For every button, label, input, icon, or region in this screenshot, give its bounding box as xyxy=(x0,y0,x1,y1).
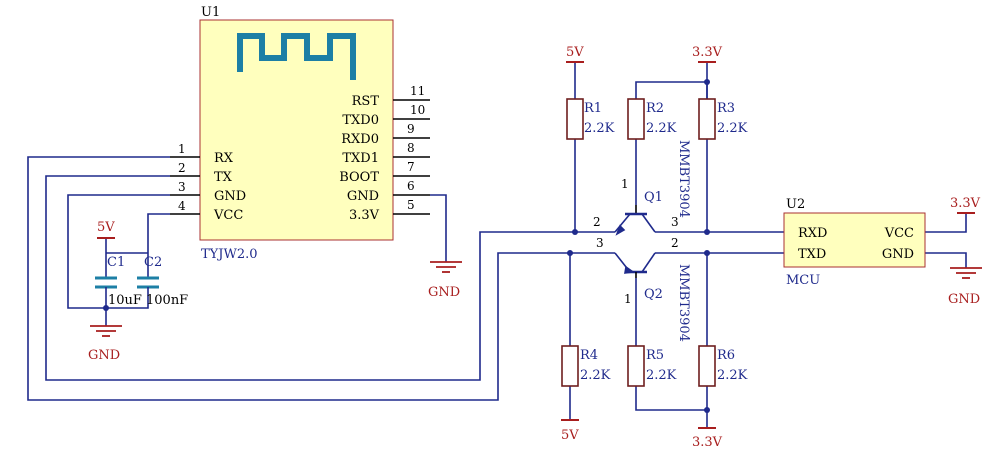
power-5v-cap: 5V xyxy=(97,220,115,239)
u1-pin-name: TXD0 xyxy=(342,113,379,128)
u1-pin-num: 2 xyxy=(178,161,186,175)
u2-mcu: U2 MCU RXD TXD VCC GND xyxy=(783,197,926,288)
u1-value: TYJW2.0 xyxy=(201,247,258,262)
power-3v3-top: 3.3V xyxy=(692,45,723,63)
u1-pin-name: TX xyxy=(214,170,233,185)
r4-ref: R4 xyxy=(580,348,598,363)
c1-value: 10uF xyxy=(108,293,142,308)
u1-ref: U1 xyxy=(201,5,220,20)
r3-value: 2.2K xyxy=(717,121,748,136)
power-3v3-u2: 3.3V xyxy=(950,196,981,214)
u1-pin-name: RXD0 xyxy=(341,132,379,147)
u1-pin-num: 3 xyxy=(178,180,186,194)
transistor-q1 xyxy=(614,205,656,236)
wires xyxy=(27,62,967,428)
q2-ref: Q2 xyxy=(644,287,663,302)
svg-text:5V: 5V xyxy=(97,220,115,235)
junction-dots xyxy=(103,79,710,413)
ground-icon xyxy=(430,261,462,273)
q1-pin-3: 3 xyxy=(671,215,679,229)
power-5v-top: 5V xyxy=(566,45,584,63)
u1-left-pins xyxy=(170,156,200,215)
u1-pin-name: 3.3V xyxy=(349,208,380,223)
resistor-r2: R2 2.2K xyxy=(627,98,677,140)
r1-ref: R1 xyxy=(584,101,602,116)
u1-pin-num: 6 xyxy=(407,179,415,193)
u1-pin-name: GND xyxy=(347,189,379,204)
u1-pin-name: TXD1 xyxy=(342,151,379,166)
q1-ref: Q1 xyxy=(644,190,663,205)
c2-ref: C2 xyxy=(144,255,162,270)
transistor-q2 xyxy=(614,252,656,278)
u2-body xyxy=(783,212,926,268)
r1-value: 2.2K xyxy=(584,121,615,136)
u1-pin-num: 7 xyxy=(407,160,415,174)
u1-right-pins xyxy=(393,99,430,215)
power-3v3-bottom: 3.3V xyxy=(692,427,723,450)
capacitor-c1: C1 10uF xyxy=(95,255,142,308)
r4-value: 2.2K xyxy=(580,368,611,383)
u1-body xyxy=(199,19,394,241)
r6-ref: R6 xyxy=(717,348,735,363)
u1-pin-num: 11 xyxy=(410,84,425,98)
resistor-r5: R5 2.2K xyxy=(627,345,677,387)
u1-pin-num: 8 xyxy=(407,141,415,155)
resistor-r6: R6 2.2K xyxy=(698,345,748,387)
r2-ref: R2 xyxy=(646,101,664,116)
capacitor-c2: C2 100nF xyxy=(137,255,188,308)
q2-pin-1: 1 xyxy=(624,292,632,306)
svg-text:3.3V: 3.3V xyxy=(950,196,981,211)
resistor-r1: R1 2.2K xyxy=(566,98,615,140)
q1-pin-1: 1 xyxy=(621,177,629,191)
svg-text:3.3V: 3.3V xyxy=(692,435,723,450)
u2-ref: U2 xyxy=(786,197,805,212)
q1-pin-2: 2 xyxy=(593,215,601,229)
c1-ref: C1 xyxy=(107,255,125,270)
q2-pin-3: 3 xyxy=(596,236,604,250)
q2-value: MMBT3904 xyxy=(676,264,691,342)
r6-value: 2.2K xyxy=(717,368,748,383)
u1-pin-name: VCC xyxy=(213,208,243,223)
u2-pin-name: RXD xyxy=(798,226,827,241)
u2-value: MCU xyxy=(786,273,820,288)
r3-ref: R3 xyxy=(717,101,735,116)
resistor-r3: R3 2.2K xyxy=(698,98,748,140)
gnd-u1-label: GND xyxy=(428,285,460,300)
u1-pin-num: 5 xyxy=(407,198,415,212)
antenna-icon xyxy=(237,33,356,80)
r2-value: 2.2K xyxy=(646,121,677,136)
svg-text:5V: 5V xyxy=(561,428,579,443)
power-5v-bottom: 5V xyxy=(561,419,579,443)
u1-pin-num: 4 xyxy=(178,199,186,213)
q1-value: MMBT3904 xyxy=(676,140,691,218)
u1-pin-name: BOOT xyxy=(339,170,379,185)
r5-value: 2.2K xyxy=(646,368,677,383)
u1-pin-name: RST xyxy=(352,94,380,109)
u1-module: U1 TYJW2.0 1 2 3 4 RX TX GND VCC 11 10 9 xyxy=(170,5,430,262)
r5-ref: R5 xyxy=(646,348,664,363)
u1-pin-name: GND xyxy=(214,189,246,204)
ground-icon xyxy=(950,267,982,279)
u1-pin-num: 9 xyxy=(407,122,415,136)
c2-value: 100nF xyxy=(146,293,188,308)
resistor-r4: R4 2.2K xyxy=(561,345,611,387)
ground-icon xyxy=(90,325,122,337)
u1-pin-num: 10 xyxy=(410,103,425,117)
u1-pin-name: RX xyxy=(214,151,234,166)
gnd-u2-label: GND xyxy=(948,292,980,307)
u2-pin-name: TXD xyxy=(798,247,826,262)
svg-text:3.3V: 3.3V xyxy=(692,45,723,60)
svg-text:5V: 5V xyxy=(566,45,584,60)
gnd-cap-label: GND xyxy=(88,348,120,363)
u1-pin-num: 1 xyxy=(178,142,186,156)
u2-pin-name: VCC xyxy=(884,226,914,241)
q2-pin-2: 2 xyxy=(671,236,679,250)
u2-pin-name: GND xyxy=(882,247,914,262)
